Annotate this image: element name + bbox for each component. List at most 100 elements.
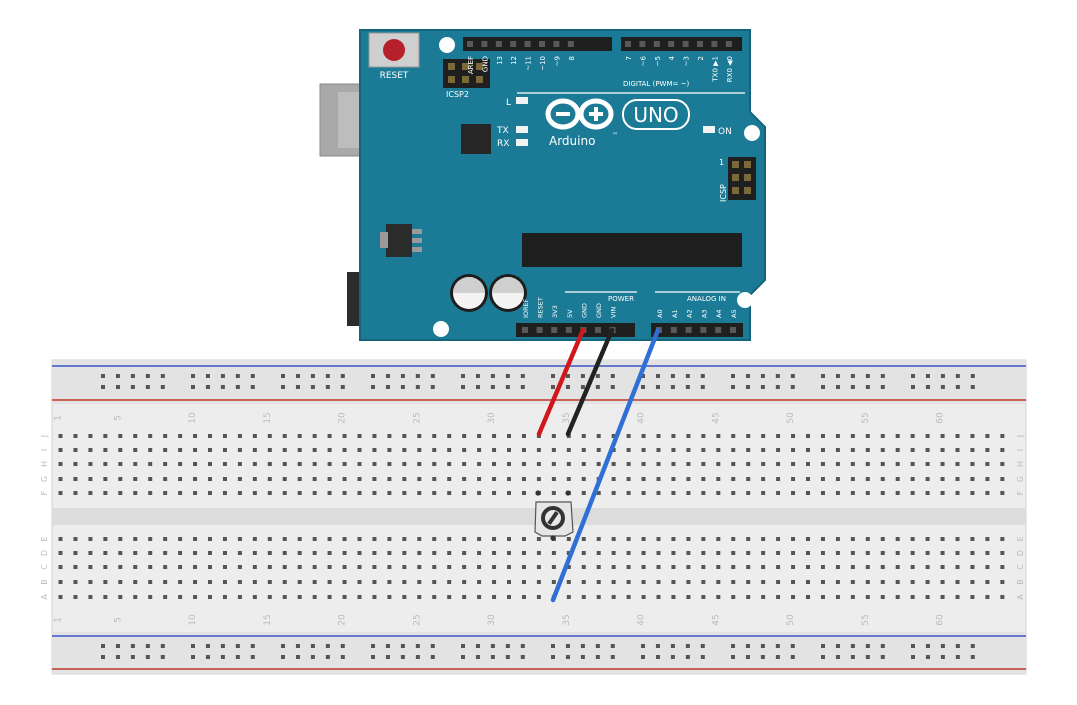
rail-hole: [325, 655, 330, 659]
breadboard-hole: [222, 580, 227, 584]
breadboard-hole: [282, 491, 287, 495]
breadboard-hole: [521, 565, 526, 569]
breadboard-hole: [895, 580, 900, 584]
breadboard-hole: [806, 580, 810, 584]
column-number: 25: [412, 412, 422, 423]
column-number: 10: [188, 412, 198, 424]
rail-hole: [160, 385, 165, 389]
breadboard-hole: [312, 551, 317, 555]
breadboard-hole: [925, 462, 930, 466]
breadboard-hole: [865, 551, 870, 555]
breadboard-hole: [716, 565, 721, 569]
breadboard-hole: [88, 551, 93, 555]
pin-label: A1: [671, 309, 679, 318]
rail-hole: [191, 644, 195, 648]
breadboard-hole: [88, 448, 93, 452]
breadboard-hole: [327, 580, 332, 584]
rail-hole: [655, 644, 660, 648]
breadboard-hole: [447, 448, 452, 452]
digital-pin-holes: [467, 41, 732, 47]
breadboard-hole: [970, 491, 975, 495]
breadboard-hole: [955, 448, 960, 452]
rail-hole: [610, 374, 615, 378]
breadboard-hole: [970, 595, 975, 599]
breadboard-hole: [865, 434, 870, 438]
breadboard-hole: [850, 434, 855, 438]
breadboard-hole: [477, 462, 482, 466]
breadboard-hole: [372, 565, 377, 569]
rail-hole: [970, 644, 975, 648]
breadboard-hole: [73, 565, 78, 569]
mounting-hole: [737, 292, 753, 308]
breadboard-hole: [193, 434, 198, 438]
logo-right-loop: [578, 98, 614, 130]
rail-hole: [775, 655, 780, 659]
breadboard-hole: [118, 448, 123, 452]
breadboard-hole: [312, 565, 317, 569]
breadboard-hole: [73, 537, 78, 541]
rail-hole: [865, 385, 870, 389]
breadboard-hole: [507, 537, 511, 541]
breadboard-hole: [671, 565, 676, 569]
power-label: POWER: [608, 295, 634, 303]
breadboard-hole: [925, 537, 930, 541]
breadboard-hole: [656, 477, 661, 481]
rail-hole: [400, 644, 405, 648]
breadboard-hole: [282, 580, 287, 584]
rail-hole: [580, 655, 585, 659]
breadboard-hole: [312, 580, 317, 584]
breadboard-hole: [163, 448, 168, 452]
rail-hole: [655, 655, 660, 659]
rail-hole: [880, 655, 885, 659]
breadboard-hole: [731, 448, 736, 452]
header-pin: [697, 41, 703, 47]
breadboard-hole: [940, 551, 945, 555]
breadboard-hole: [880, 462, 885, 466]
column-number: 20: [338, 614, 348, 626]
breadboard-hole: [402, 448, 407, 452]
rail-hole: [580, 385, 585, 389]
breadboard-hole: [671, 462, 676, 466]
breadboard-hole: [985, 595, 990, 599]
breadboard-hole: [895, 477, 900, 481]
breadboard-hole: [178, 537, 183, 541]
breadboard-hole: [581, 477, 586, 481]
breadboard-hole: [507, 448, 511, 452]
breadboard-hole: [178, 477, 183, 481]
column-number: 25: [412, 614, 422, 625]
breadboard-hole: [88, 595, 93, 599]
breadboard-hole: [536, 565, 541, 569]
breadboard-hole: [432, 462, 437, 466]
breadboard-hole: [118, 477, 123, 481]
breadboard-hole: [521, 477, 526, 481]
breadboard-hole: [118, 491, 123, 495]
wire-a0: [550, 327, 661, 603]
rail-hole: [520, 374, 525, 378]
rail-hole: [130, 655, 135, 659]
led-on: [703, 126, 715, 133]
breadboard-hole: [417, 434, 422, 438]
breadboard-hole: [686, 448, 691, 452]
breadboard-hole: [835, 551, 840, 555]
breadboard-hole: [432, 434, 437, 438]
breadboard-hole: [58, 565, 63, 569]
breadboard-hole: [387, 537, 392, 541]
breadboard-hole: [1000, 477, 1005, 481]
breadboard-hole: [58, 580, 63, 584]
breadboard-hole: [731, 565, 736, 569]
breadboard-hole: [656, 491, 661, 495]
breadboard-hole: [791, 551, 796, 555]
breadboard-hole: [566, 462, 571, 466]
header-pin: [670, 327, 677, 333]
rail-hole: [130, 374, 135, 378]
breadboard-hole: [372, 537, 377, 541]
breadboard-hole: [955, 595, 960, 599]
breadboard-hole: [73, 477, 78, 481]
breadboard-hole: [507, 580, 511, 584]
rail-hole: [295, 655, 300, 659]
breadboard-hole: [731, 491, 736, 495]
rail-hole: [160, 374, 165, 378]
rail-hole: [281, 644, 285, 648]
breadboard-hole: [596, 595, 601, 599]
header-pin: [510, 41, 517, 47]
